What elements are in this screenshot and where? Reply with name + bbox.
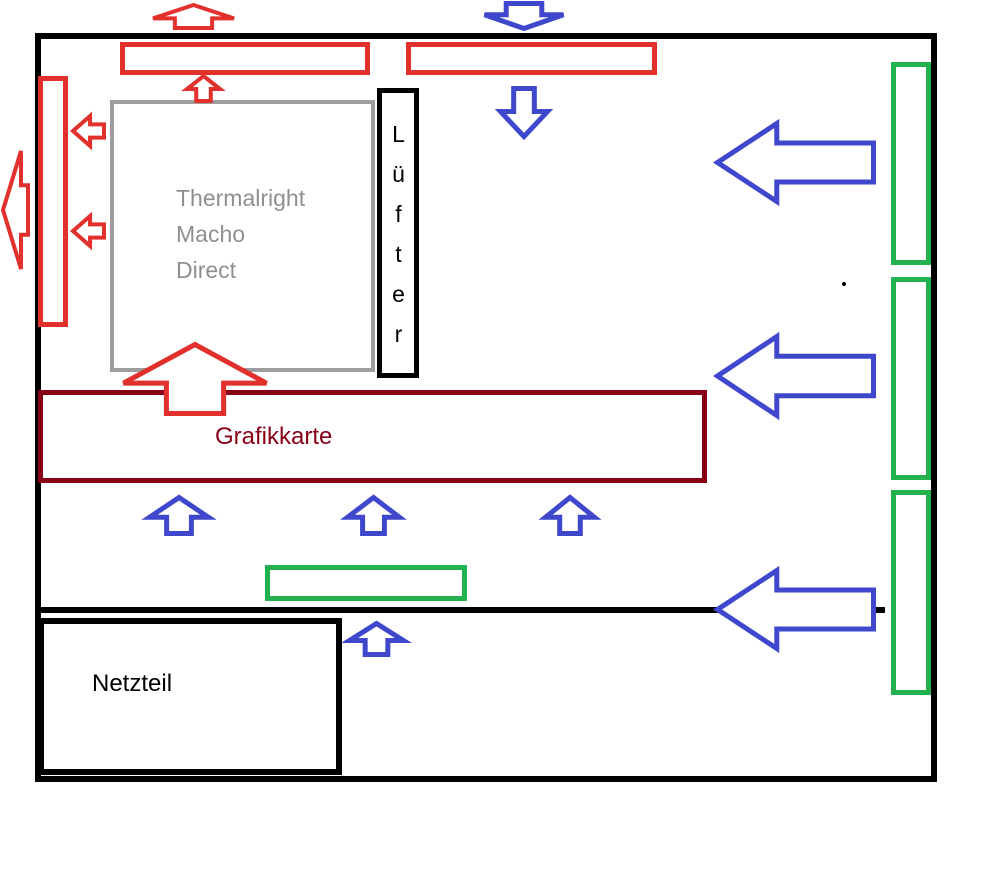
top-exhaust-fan-left bbox=[120, 42, 370, 75]
graphics-card-label: Grafikkarte bbox=[215, 422, 333, 450]
top-exhaust-arrow-icon bbox=[152, 2, 235, 30]
cpu-cooler-box: Thermalright Macho Direct bbox=[110, 100, 375, 372]
power-supply-box: Netzteil bbox=[38, 618, 342, 775]
rear-exhaust-fan bbox=[38, 76, 68, 327]
gpu-intake-arrow-3-icon bbox=[538, 494, 602, 536]
cooler-to-topfan-arrow-icon bbox=[181, 73, 226, 103]
graphics-card-box: Grafikkarte bbox=[38, 390, 707, 483]
right-intake-arrow-middle-icon bbox=[712, 331, 876, 421]
right-intake-filter-bottom bbox=[891, 490, 931, 695]
stray-dot bbox=[842, 282, 846, 286]
right-intake-arrow-bottom-icon bbox=[712, 565, 876, 654]
cpu-cooler-label-line2: Macho bbox=[176, 221, 246, 247]
psu-shroud-divider-line bbox=[35, 607, 885, 613]
topfan-downflow-arrow-icon bbox=[494, 86, 554, 141]
gpu-intake-arrow-1-icon bbox=[141, 494, 217, 536]
cpu-cooler-label: Thermalright Macho Direct bbox=[114, 104, 371, 288]
right-intake-filter-top bbox=[891, 62, 931, 265]
case-rear-exhaust-arrow-icon bbox=[0, 150, 30, 270]
top-intake-arrow-icon bbox=[483, 1, 565, 32]
gpu-intake-arrow-2-icon bbox=[340, 494, 407, 536]
cooler-exhaust-arrow-upper-icon bbox=[69, 111, 106, 151]
right-intake-arrow-top-icon bbox=[712, 118, 876, 207]
cpu-fan-box: Lüfter bbox=[377, 88, 419, 378]
right-intake-filter-middle bbox=[891, 277, 931, 480]
cooler-exhaust-arrow-lower-icon bbox=[69, 211, 106, 251]
cpu-cooler-label-line1: Thermalright bbox=[176, 185, 306, 211]
psu-area-intake-arrow-icon bbox=[340, 620, 413, 657]
cpu-fan-label: Lüfter bbox=[385, 121, 412, 361]
power-supply-label: Netzteil bbox=[92, 670, 173, 697]
gpu-to-cooler-arrow-icon bbox=[122, 341, 268, 416]
bottom-intake-filter bbox=[265, 565, 467, 601]
cpu-cooler-label-line3: Direct bbox=[176, 257, 237, 283]
top-exhaust-fan-right bbox=[406, 42, 657, 75]
